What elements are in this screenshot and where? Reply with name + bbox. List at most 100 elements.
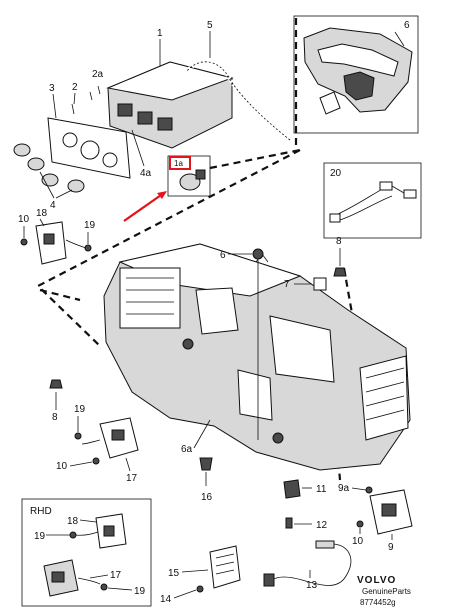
- actuator-17-mid-motor: [111, 429, 125, 441]
- sensor-11: [283, 479, 301, 499]
- screw-10-mid: [92, 457, 100, 465]
- module-15-group: 15 14: [160, 545, 241, 605]
- leader-17-mid: [125, 457, 131, 472]
- rhd-clip-19-b: [100, 583, 108, 591]
- callout-2a: 2a: [92, 69, 104, 80]
- bracket-18-top-motor: [43, 233, 55, 245]
- climate-unit-top: [106, 61, 234, 101]
- bracket-18-top-wire: [65, 239, 87, 249]
- highlighted-part-1a: 1a: [123, 155, 211, 222]
- callout-8-top: 8: [336, 236, 342, 247]
- harness-branch: [391, 185, 405, 194]
- rhd-inset: RHD 18 19 17 19: [21, 498, 152, 607]
- callout-17-mid: 17: [126, 473, 138, 484]
- hvac-side-grille: [359, 355, 409, 441]
- harness-inset: 20: [323, 162, 422, 239]
- brand-tagline: GenuineParts: [362, 587, 411, 596]
- dashboard-inset-frame: [293, 15, 419, 134]
- dashboard-inset: 6: [293, 15, 419, 134]
- actuator-17-mid-group: 19 10 17: [56, 404, 139, 484]
- leader-4a-knob: [39, 171, 55, 199]
- callout-1a: 1a: [174, 159, 183, 168]
- part-1a-red-box: [169, 156, 191, 170]
- grille-slats: [126, 277, 174, 315]
- leader-4a: [131, 129, 145, 167]
- callout-10-top: 10: [18, 214, 30, 225]
- callout-11: 11: [316, 484, 327, 495]
- actuator-17-mid-wire: [81, 439, 101, 445]
- leader-14: [173, 589, 197, 599]
- dashed-boundary-stub: [39, 288, 81, 302]
- fastener-16: [199, 457, 213, 471]
- brand-code: 8774452g: [360, 598, 396, 607]
- rhd-wire-a: [75, 531, 99, 536]
- screw-2a: [89, 91, 93, 101]
- callout-1: 1: [157, 28, 163, 39]
- rhd-wire-b: [77, 577, 101, 585]
- hvac-actuator-b: [272, 432, 284, 444]
- callout-14: 14: [160, 594, 172, 605]
- screw-10-top: [20, 238, 28, 246]
- rhd-inset-frame: [21, 498, 152, 607]
- callout-16: 16: [201, 492, 213, 503]
- leader-10-mid: [69, 461, 93, 467]
- module-9-group: 9 9a 10: [338, 483, 413, 553]
- harness-connector-a: [379, 181, 393, 191]
- bezel-knob-hole-c: [102, 152, 118, 168]
- sensor-6-group: 6 6a: [181, 248, 264, 455]
- callout-19-rhd-b: 19: [134, 586, 146, 597]
- red-arrow-head: [157, 191, 167, 199]
- screw-8-top-group: 8: [333, 236, 347, 277]
- sensor-1a-plug: [195, 169, 206, 180]
- callout-7: 7: [284, 279, 290, 290]
- nut-8-left: [49, 379, 63, 389]
- control-panel-group: 1 2a 2 3 4a 4: [13, 28, 234, 211]
- bezel-knob-hole-a: [62, 132, 78, 148]
- callout-6: 6: [220, 250, 226, 261]
- callout-18-top: 18: [36, 208, 48, 219]
- module-15-fins: [215, 553, 235, 575]
- hvac-evaporator-box: [269, 315, 335, 383]
- callout-4: 4: [50, 200, 56, 211]
- harness-connector-b: [403, 189, 417, 199]
- bezel-knob-hole-b: [80, 140, 100, 160]
- brand-name: VOLVO: [357, 575, 396, 586]
- hvac-blend-door: [195, 287, 239, 335]
- callout-8-left: 8: [52, 412, 58, 423]
- callout-20: 20: [330, 168, 342, 179]
- unit-socket-a: [117, 103, 133, 117]
- control-knob-2: [27, 157, 45, 171]
- screw-10-right: [356, 520, 364, 528]
- screw-2a-b: [97, 85, 101, 95]
- callout-6a: 6a: [181, 444, 193, 455]
- duct-hose-group: 5: [184, 20, 292, 142]
- screw-2: [71, 103, 75, 115]
- harness-connector-c: [329, 213, 341, 223]
- callout-3: 3: [49, 83, 55, 94]
- cable-13-sensor-tip: [315, 540, 335, 549]
- leader-9a: [351, 487, 367, 491]
- control-module-15: [209, 545, 241, 589]
- callout-18-rhd: 18: [67, 516, 79, 527]
- callout-6-inset: 6: [404, 20, 410, 31]
- fastener-16-group: 16: [199, 457, 213, 503]
- rhd-label: RHD: [30, 506, 52, 517]
- module-9-connector: [381, 503, 397, 517]
- red-arrow-shaft: [123, 192, 165, 222]
- callout-13: 13: [306, 580, 318, 591]
- dashboard-vent: [319, 91, 341, 115]
- hvac-heater-core: [237, 369, 273, 421]
- callout-2: 2: [72, 82, 78, 93]
- callout-10-mid: 10: [56, 461, 68, 472]
- leader-6a: [193, 419, 211, 449]
- leader-4b-knob: [55, 189, 73, 199]
- nut-8-left-group: 8: [49, 379, 63, 423]
- nut-8-top: [333, 267, 347, 277]
- clip-7-group: 7: [284, 277, 327, 291]
- leader-18-top: [39, 218, 45, 227]
- bracket-18-top-group: 18 10 19: [18, 208, 96, 265]
- sensor-11-group: 11 12: [283, 479, 328, 531]
- hvac-air-outlet-grille: [119, 267, 181, 329]
- dashed-boundary-top: [209, 148, 301, 170]
